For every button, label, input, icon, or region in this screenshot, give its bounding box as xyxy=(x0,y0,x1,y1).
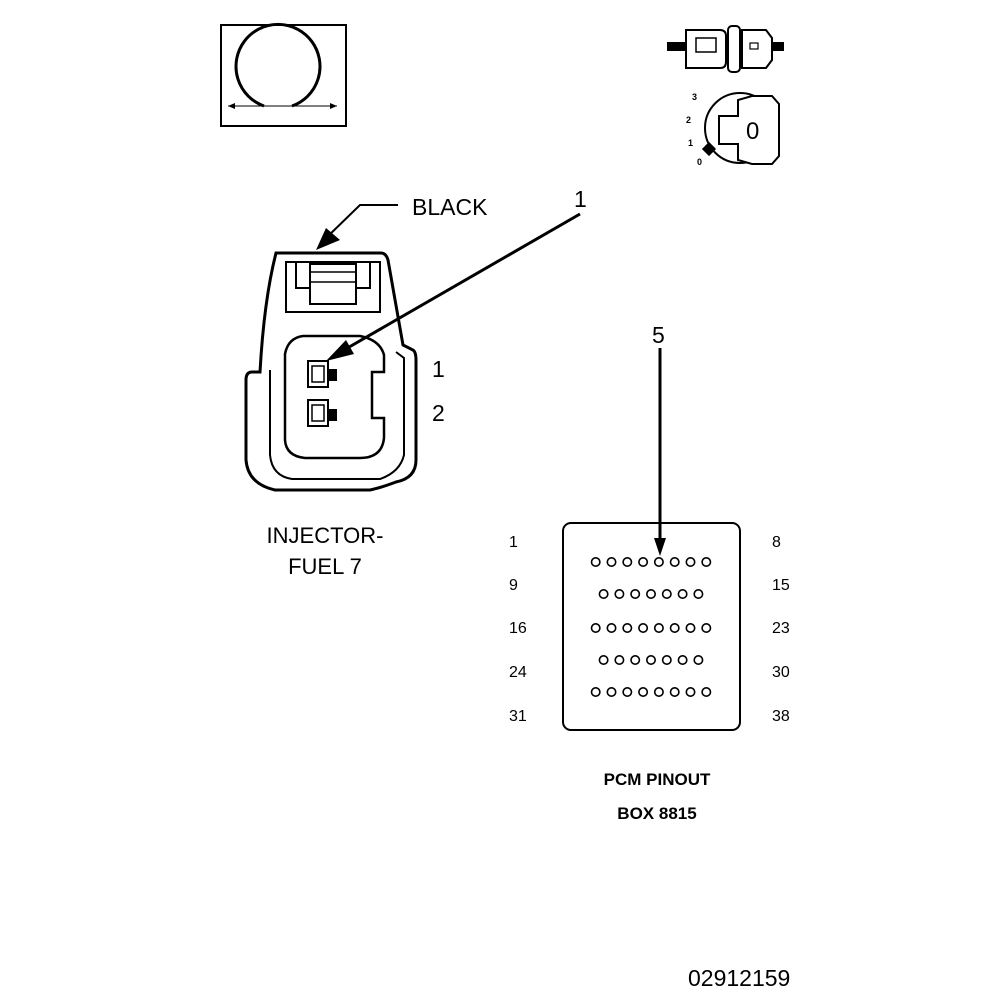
pcm-pin-hole xyxy=(606,622,617,633)
pcm-pinout-box xyxy=(562,522,741,731)
pcm-pin-hole xyxy=(653,622,664,633)
pcm-pin-hole xyxy=(638,622,649,633)
ignition-pos-1: 1 xyxy=(688,138,694,148)
pcm-pin-hole xyxy=(598,588,609,599)
pcm-pin-hole xyxy=(606,556,617,567)
pcm-pin-hole xyxy=(630,654,641,665)
pcm-title-line2: BOX 8815 xyxy=(617,804,697,823)
pcm-pin-hole xyxy=(590,556,601,567)
pcm-pin-hole xyxy=(590,686,601,697)
connector-pin-label-2: 2 xyxy=(432,400,445,426)
pcm-left-pin-1: 1 xyxy=(509,534,518,551)
pcm-pin-hole xyxy=(622,556,633,567)
pcm-pin-hole xyxy=(614,588,625,599)
pcm-pin-hole xyxy=(677,588,688,599)
pcm-pin-hole xyxy=(638,556,649,567)
pcm-left-pin-24: 24 xyxy=(509,664,527,681)
pcm-pin-hole xyxy=(677,654,688,665)
connector-name-line2: FUEL 7 xyxy=(288,554,362,579)
pcm-pin-hole xyxy=(645,654,656,665)
pcm-pin-hole xyxy=(661,588,672,599)
pcm-pin-hole xyxy=(685,686,696,697)
ignition-pos-2: 2 xyxy=(686,115,692,125)
injector-connector-body xyxy=(244,251,418,492)
pcm-pin-hole xyxy=(645,588,656,599)
connector-name-line1: INJECTOR- xyxy=(266,523,384,548)
pcm-right-pin-8: 8 xyxy=(772,534,781,551)
callout-5-arrow xyxy=(654,348,666,556)
pcm-pin-hole xyxy=(653,686,664,697)
connector-pin-label-1: 1 xyxy=(432,356,445,382)
pcm-pin-hole xyxy=(701,686,712,697)
pcm-pin-hole xyxy=(701,622,712,633)
ohmmeter-omega-icon xyxy=(220,22,347,127)
pcm-pin-hole xyxy=(685,622,696,633)
pcm-pin-holes xyxy=(590,556,712,697)
pcm-pin-hole xyxy=(669,622,680,633)
ignition-key-label: 0 xyxy=(746,118,760,145)
pcm-right-pin-23: 23 xyxy=(772,620,790,637)
connector-color-label: BLACK xyxy=(412,194,488,220)
pcm-pin-hole xyxy=(701,556,712,567)
pcm-callout-number: 5 xyxy=(652,322,665,348)
pcm-pin-hole xyxy=(693,588,704,599)
black-leader-arrow xyxy=(316,204,398,250)
pcm-left-pin-31: 31 xyxy=(509,708,527,725)
connector-callout-number: 1 xyxy=(574,186,587,212)
pcm-pin-hole xyxy=(669,686,680,697)
ignition-pos-3: 3 xyxy=(692,92,698,102)
pcm-pin-hole xyxy=(622,622,633,633)
ignition-key-switch-icon xyxy=(701,92,780,165)
pcm-pin-hole xyxy=(661,654,672,665)
pcm-pin-hole xyxy=(638,686,649,697)
pcm-pin-hole xyxy=(606,686,617,697)
pcm-pin-hole xyxy=(622,686,633,697)
pcm-pin-hole xyxy=(614,654,625,665)
pcm-pin-hole xyxy=(685,556,696,567)
figure-id: 02912159 xyxy=(688,965,791,991)
pcm-pin-hole xyxy=(693,654,704,665)
pcm-pin-hole xyxy=(630,588,641,599)
connector-disconnect-icon xyxy=(667,25,784,73)
pcm-pin-hole xyxy=(653,556,664,567)
ignition-pos-0: 0 xyxy=(697,157,703,167)
callout-1-arrow xyxy=(326,212,581,361)
pcm-right-pin-38: 38 xyxy=(772,708,790,725)
pcm-title-line1: PCM PINOUT xyxy=(603,770,711,789)
pcm-left-pin-9: 9 xyxy=(509,577,518,594)
pcm-pin-hole xyxy=(590,622,601,633)
pcm-pin-hole xyxy=(669,556,680,567)
pcm-pin-hole xyxy=(598,654,609,665)
pcm-right-pin-15: 15 xyxy=(772,577,790,594)
pcm-left-pin-16: 16 xyxy=(509,620,527,637)
pcm-right-pin-30: 30 xyxy=(772,664,790,681)
